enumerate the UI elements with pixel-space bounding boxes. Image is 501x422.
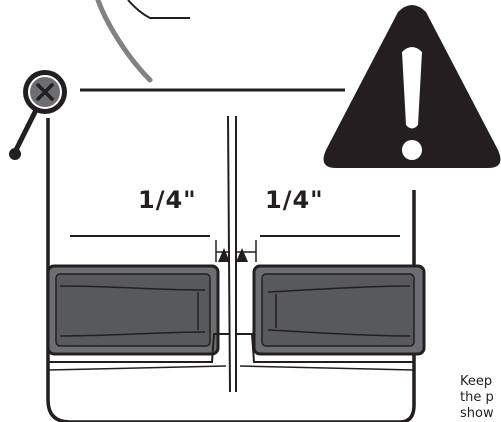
- caption-line: the p: [460, 390, 494, 405]
- caption-line: show: [460, 406, 494, 421]
- center-divider: [227, 115, 237, 393]
- left-panel: [46, 264, 220, 356]
- warning-triangle-icon: [323, 5, 501, 168]
- screw-icon: [9, 70, 67, 160]
- instruction-caption: Keep the p show: [460, 374, 501, 422]
- right-gap-label: 1/4": [265, 186, 324, 214]
- caption-line: Keep: [460, 374, 493, 389]
- container-outline: [46, 88, 416, 422]
- dimension-lines: [70, 235, 400, 262]
- base-lines: [47, 333, 415, 371]
- right-panel: [252, 264, 426, 356]
- left-gap-label: 1/4": [138, 186, 197, 214]
- gauge-arc: [95, 0, 190, 83]
